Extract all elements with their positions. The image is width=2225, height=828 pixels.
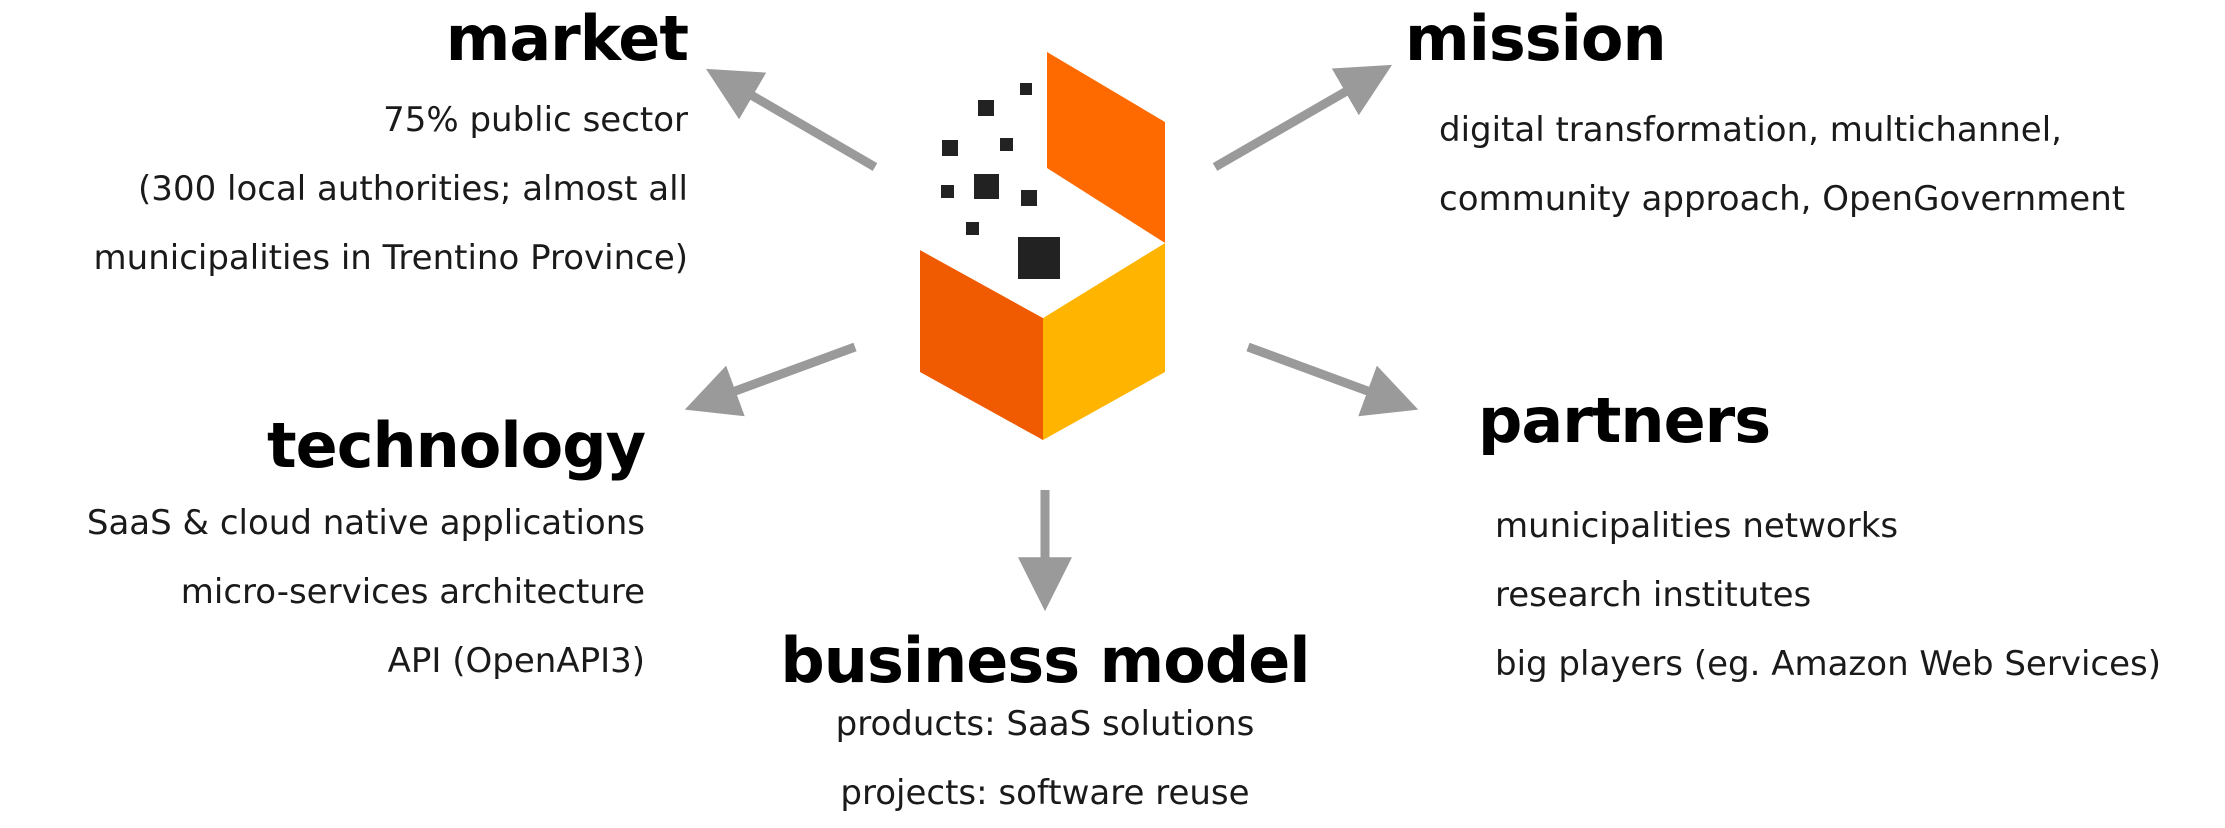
technology-line: API (OpenAPI3) [387, 641, 645, 681]
market-section: market 75% public sector (300 local auth… [93, 2, 689, 293]
mission-heading: mission [1405, 2, 1667, 75]
arrow-to-mission [1212, 64, 1393, 171]
mission-line: community approach, OpenGovernment [1439, 179, 2126, 219]
partners-line: big players (eg. Amazon Web Services) [1495, 644, 2161, 684]
mission-line: digital transformation, multichannel, [1439, 110, 2062, 150]
technology-line: SaaS & cloud native applications [86, 503, 645, 543]
arrow-to-market [705, 68, 878, 171]
market-line: municipalities in Trentino Province) [93, 238, 688, 278]
partners-line: research institutes [1495, 575, 1812, 615]
market-heading: market [445, 2, 689, 75]
partners-line: municipalities networks [1495, 506, 1899, 546]
arrow-to-partners [1246, 342, 1419, 417]
partners-heading: partners [1478, 384, 1771, 457]
business-model-heading: business model [780, 624, 1310, 697]
arrow-to-technology [684, 342, 857, 417]
partners-section: partners municipalities networks researc… [1478, 390, 2161, 699]
mission-section: mission digital transformation, multicha… [1405, 8, 2125, 234]
logo-cube-icon [920, 52, 1165, 440]
business-model-line: projects: software reuse [840, 773, 1250, 813]
technology-heading: technology [267, 409, 646, 482]
technology-section: technology SaaS & cloud native applicati… [86, 409, 646, 696]
business-model-line: products: SaaS solutions [835, 704, 1255, 744]
market-line: (300 local authorities; almost all [138, 169, 688, 209]
market-line: 75% public sector [383, 100, 688, 140]
business-model-section: business model products: SaaS solutions … [745, 630, 1345, 828]
technology-line: micro-services architecture [180, 572, 645, 612]
